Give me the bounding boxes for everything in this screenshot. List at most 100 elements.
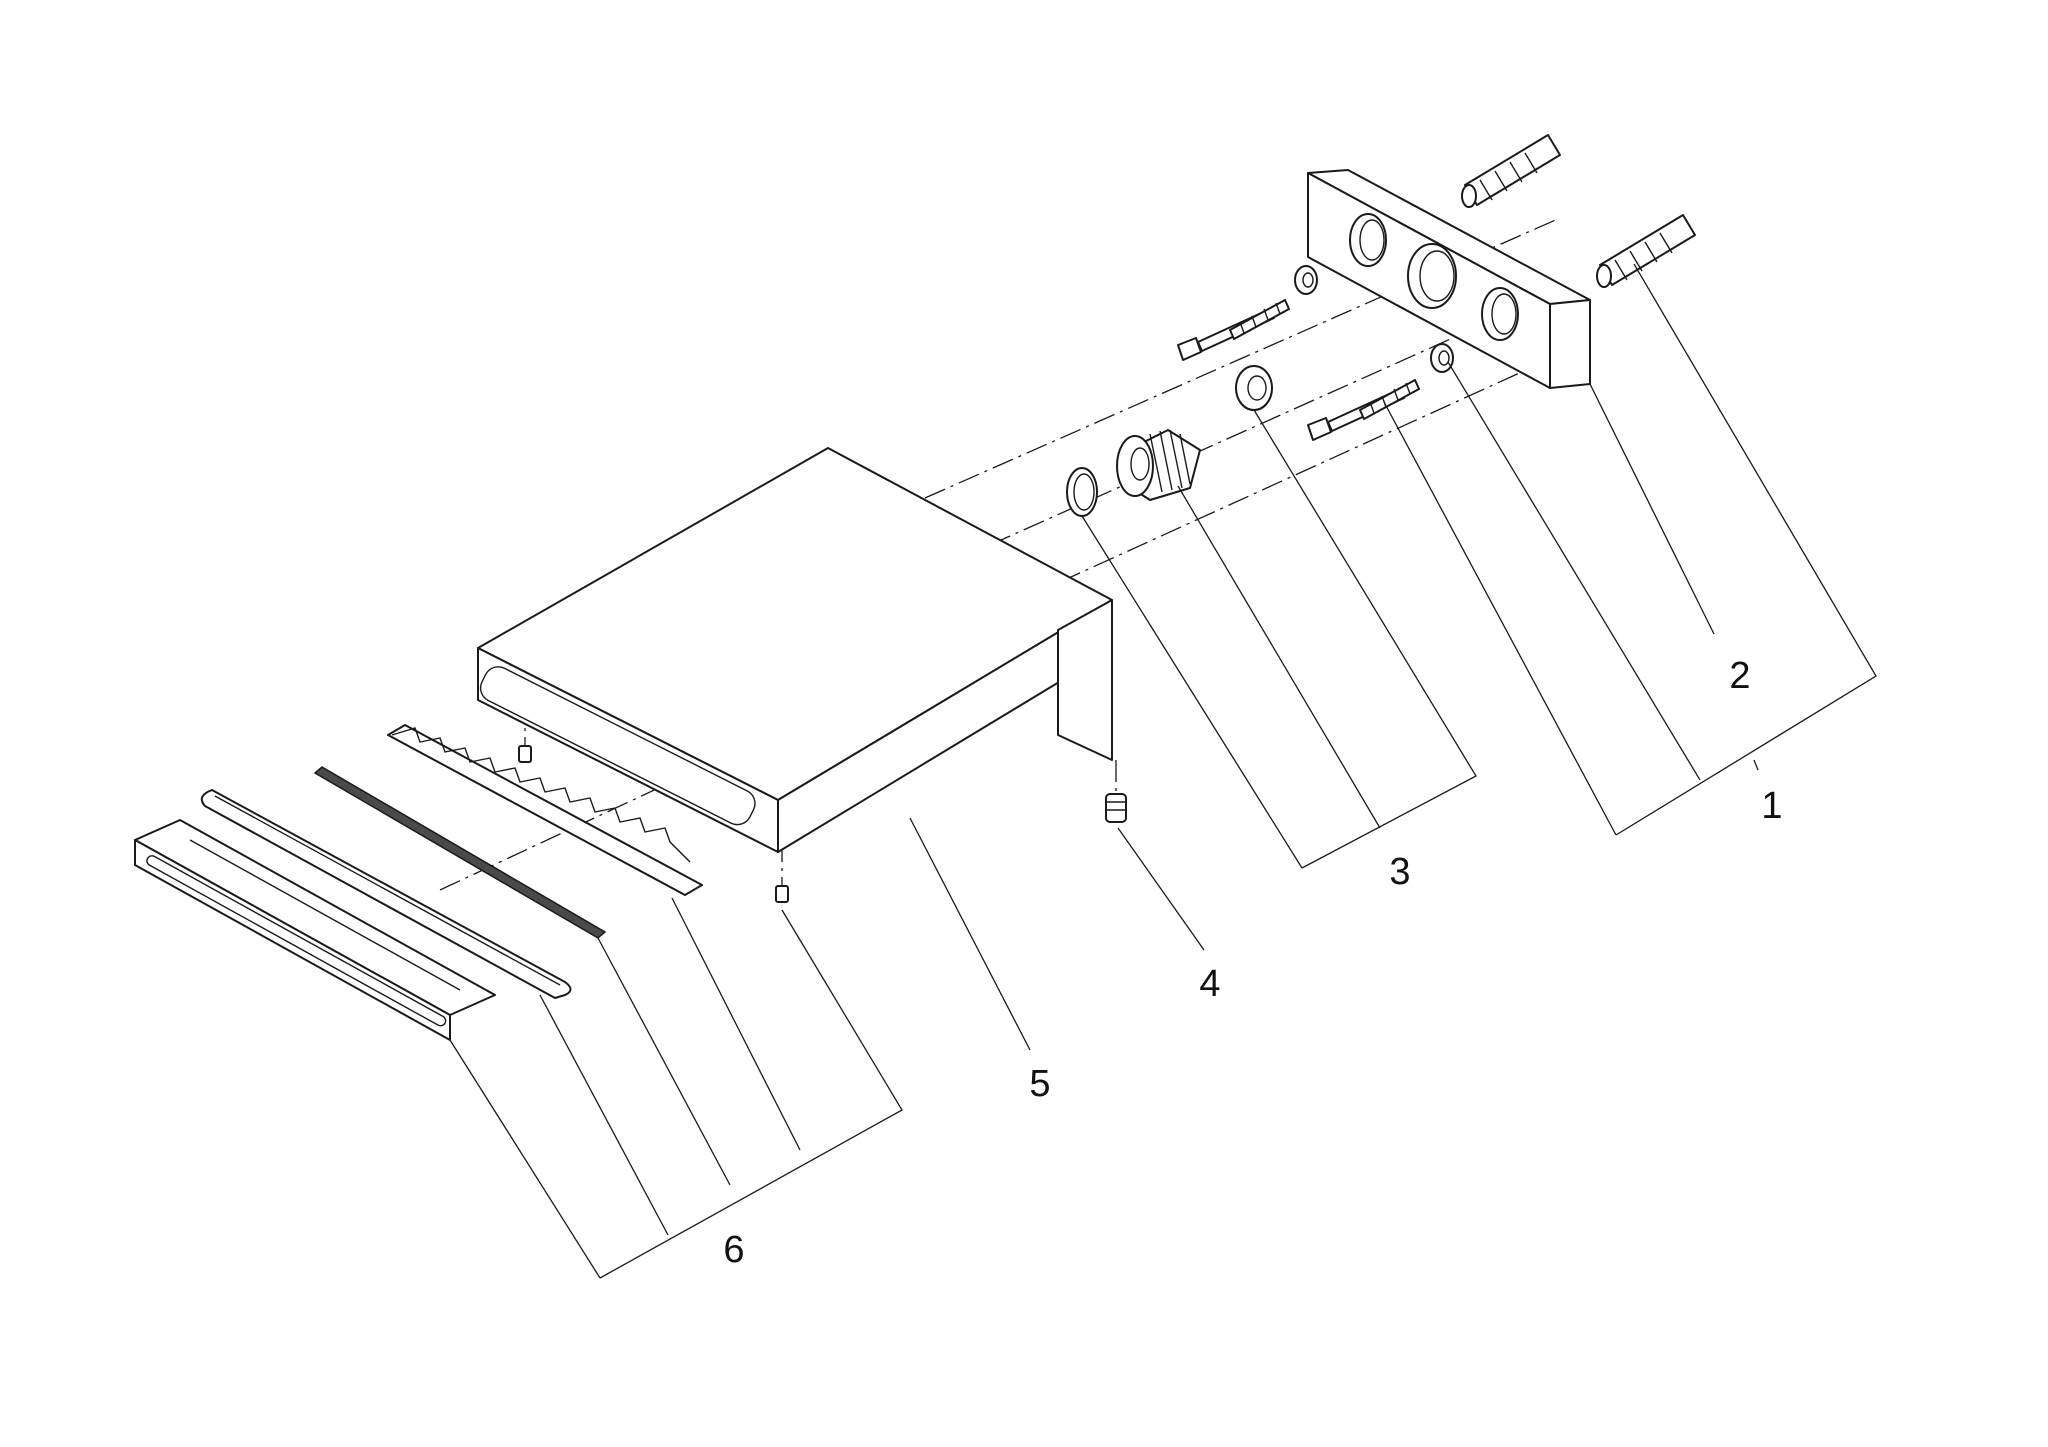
leader-3-sleeve xyxy=(1253,409,1477,869)
callout-1: 1 xyxy=(1761,785,1782,827)
leader-4 xyxy=(1117,827,1205,951)
leader-1-screw xyxy=(1383,401,1617,836)
o-ring-inner xyxy=(1073,473,1095,511)
screw-upper-thread xyxy=(1229,299,1290,340)
threaded-bushing-front xyxy=(1116,435,1154,497)
threaded-bushing-bore xyxy=(1130,447,1150,481)
screw-upper-thread-line xyxy=(1251,315,1257,328)
leader-1-washer xyxy=(1447,361,1701,781)
aerator-insert-upper xyxy=(387,724,703,896)
leader-6-gasket xyxy=(539,994,669,1236)
threaded-bushing xyxy=(1116,429,1201,501)
grub-screw-top xyxy=(518,745,532,763)
spout-housing xyxy=(477,447,1113,853)
flush-sleeve-inner xyxy=(1247,375,1267,401)
flush-sleeve xyxy=(1235,365,1273,411)
wall-plug-upper-end xyxy=(1461,184,1477,208)
spout-cover-plate-slot xyxy=(146,855,447,1027)
o-ring xyxy=(1066,467,1098,517)
wall-plug-upper-rib xyxy=(1479,179,1493,201)
callout-3: 3 xyxy=(1389,851,1410,893)
callout-2: 2 xyxy=(1729,655,1750,697)
leader-6-cover-plate xyxy=(449,1039,601,1279)
washer-lower-outer xyxy=(1430,343,1454,373)
wall-plug-lower-end xyxy=(1596,264,1612,288)
wall-plug-lower-rib xyxy=(1644,241,1658,263)
washer-upper xyxy=(1294,265,1318,295)
callout-6: 6 xyxy=(723,1229,744,1271)
plate-hole-center xyxy=(1407,243,1457,309)
plug-4 xyxy=(1105,793,1127,823)
washer-lower xyxy=(1430,343,1454,373)
screw-upper-head xyxy=(1177,337,1202,361)
aerator-insert-upper-mesh xyxy=(391,727,691,863)
plate-hole-left xyxy=(1349,213,1387,267)
screw-lower-thread xyxy=(1359,379,1420,420)
callout-5: 5 xyxy=(1029,1063,1050,1105)
wall-plug-lower-rib xyxy=(1629,250,1643,272)
leader-3-bushing xyxy=(1177,485,1381,829)
wall-plug-lower xyxy=(1596,214,1696,288)
leader-1-tick xyxy=(1753,759,1759,771)
seal-gasket xyxy=(200,789,572,999)
screw-lower-head xyxy=(1307,417,1332,441)
grub-screw-bottom xyxy=(775,885,789,903)
bushing-thread-line xyxy=(1169,429,1183,489)
aerator-insert-lower-body xyxy=(313,766,607,939)
washer-upper-outer xyxy=(1294,265,1318,295)
leader-6-insert-lower xyxy=(597,937,731,1186)
screw-lower-thread-line xyxy=(1369,401,1375,414)
leader-1-wall-plug xyxy=(1615,263,1877,836)
seal-gasket-loop xyxy=(200,789,572,999)
screw-upper-thread-line xyxy=(1263,308,1269,321)
wall-plug-upper-rib xyxy=(1509,161,1523,183)
screw-upper-thread-line xyxy=(1239,321,1245,334)
screw-lower-thread-line xyxy=(1405,382,1411,395)
wall-plug-lower-rib xyxy=(1659,232,1673,254)
bushing-thread-line xyxy=(1179,433,1191,485)
seal-gasket-inner xyxy=(214,795,561,986)
bushing-thread-line xyxy=(1159,430,1173,491)
leader-2 xyxy=(1589,383,1715,635)
o-ring-outer xyxy=(1066,467,1098,517)
leader-lines xyxy=(449,263,1877,1279)
grub-screw-top-body xyxy=(518,745,532,763)
grub-screw-bottom-body xyxy=(775,885,789,903)
screw-upper-thread-line xyxy=(1275,302,1281,315)
plate-hole-center-inner xyxy=(1419,250,1455,302)
screw-lower xyxy=(1307,379,1420,441)
mounting-plate-side xyxy=(1549,299,1591,389)
spout-housing-back-wall xyxy=(1057,599,1113,761)
wall-plug-upper-rib xyxy=(1494,170,1508,192)
axis-line-upper xyxy=(924,217,1561,499)
screw-lower-thread-line xyxy=(1393,388,1399,401)
spout-cover-plate-perforation xyxy=(189,839,461,991)
washer-lower-inner xyxy=(1438,350,1450,366)
plug-4-body xyxy=(1105,793,1127,823)
callout-labels: 1 2 3 4 5 6 xyxy=(723,655,1782,1271)
leader-5 xyxy=(909,817,1031,1051)
leader-6-grub-screw xyxy=(599,909,903,1279)
screw-upper xyxy=(1177,299,1290,361)
wall-plug-upper-rib xyxy=(1524,152,1538,174)
wall-plug-lower-rib xyxy=(1614,259,1628,281)
callout-4: 4 xyxy=(1199,963,1220,1005)
leader-6-insert-upper xyxy=(671,897,801,1151)
spout-cover-plate-front xyxy=(134,839,451,1041)
wall-plug-upper-body xyxy=(1464,134,1561,206)
washer-upper-inner xyxy=(1302,272,1314,288)
aerator-insert-lower xyxy=(313,766,607,939)
bushing-thread-line xyxy=(1149,433,1163,493)
plate-hole-right xyxy=(1481,287,1519,341)
wall-plug-lower-body xyxy=(1599,214,1696,286)
mounting-plate xyxy=(1307,169,1591,389)
wall-plug-upper xyxy=(1461,134,1561,208)
aerator-insert-upper-body xyxy=(387,724,703,896)
leader-3-o-ring xyxy=(1081,515,1303,869)
plate-hole-right-inner xyxy=(1491,293,1517,335)
axis-line-lower xyxy=(1059,349,1571,583)
plate-hole-left-inner xyxy=(1359,219,1385,261)
spout-outlet-slot xyxy=(479,666,756,826)
